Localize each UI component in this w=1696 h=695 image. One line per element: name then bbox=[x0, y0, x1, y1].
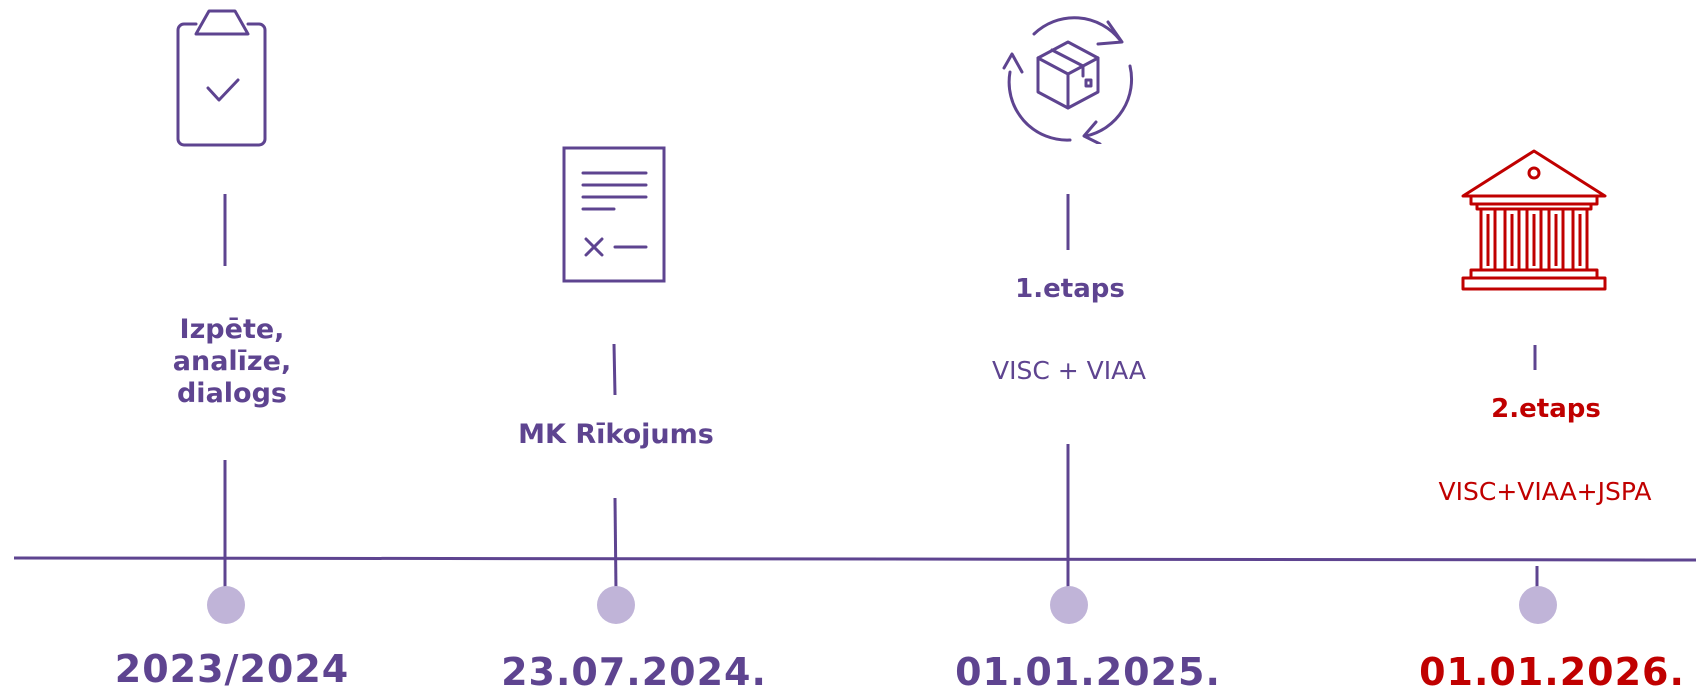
milestone-title: MK Rīkojums bbox=[518, 419, 714, 450]
timeline-axis bbox=[13, 556, 1696, 562]
document-sign-icon bbox=[562, 146, 666, 283]
milestone-date: 01.01.2025. bbox=[955, 650, 1221, 694]
milestone-title: Izpēte, analīze, dialogs bbox=[173, 314, 291, 410]
milestone-dot bbox=[1050, 586, 1088, 624]
milestone-dot bbox=[207, 586, 245, 624]
milestone-dot bbox=[1519, 586, 1557, 624]
milestone-title-line: Izpēte, bbox=[179, 314, 285, 345]
milestone-date: 2023/2024 bbox=[114, 647, 350, 691]
milestone-title-line: analīze, bbox=[172, 346, 292, 377]
stage-label: 1.etaps bbox=[1015, 274, 1125, 304]
milestone-title-line: dialogs bbox=[176, 378, 287, 409]
milestone-date: 23.07.2024. bbox=[501, 650, 767, 694]
milestone-dot bbox=[597, 586, 635, 624]
connector-line bbox=[613, 497, 618, 593]
stage-participants: VISC+VIAA+JSPA bbox=[1438, 477, 1652, 506]
institution-building-icon bbox=[1461, 149, 1607, 291]
connector-line bbox=[612, 343, 617, 396]
box-cycle-icon bbox=[1002, 16, 1134, 144]
clipboard-check-icon bbox=[176, 9, 267, 147]
stage-label: 2.etaps bbox=[1491, 394, 1601, 424]
stage-participants: VISC + VIAA bbox=[991, 356, 1147, 385]
milestone-date: 01.01.2026. bbox=[1419, 650, 1685, 694]
